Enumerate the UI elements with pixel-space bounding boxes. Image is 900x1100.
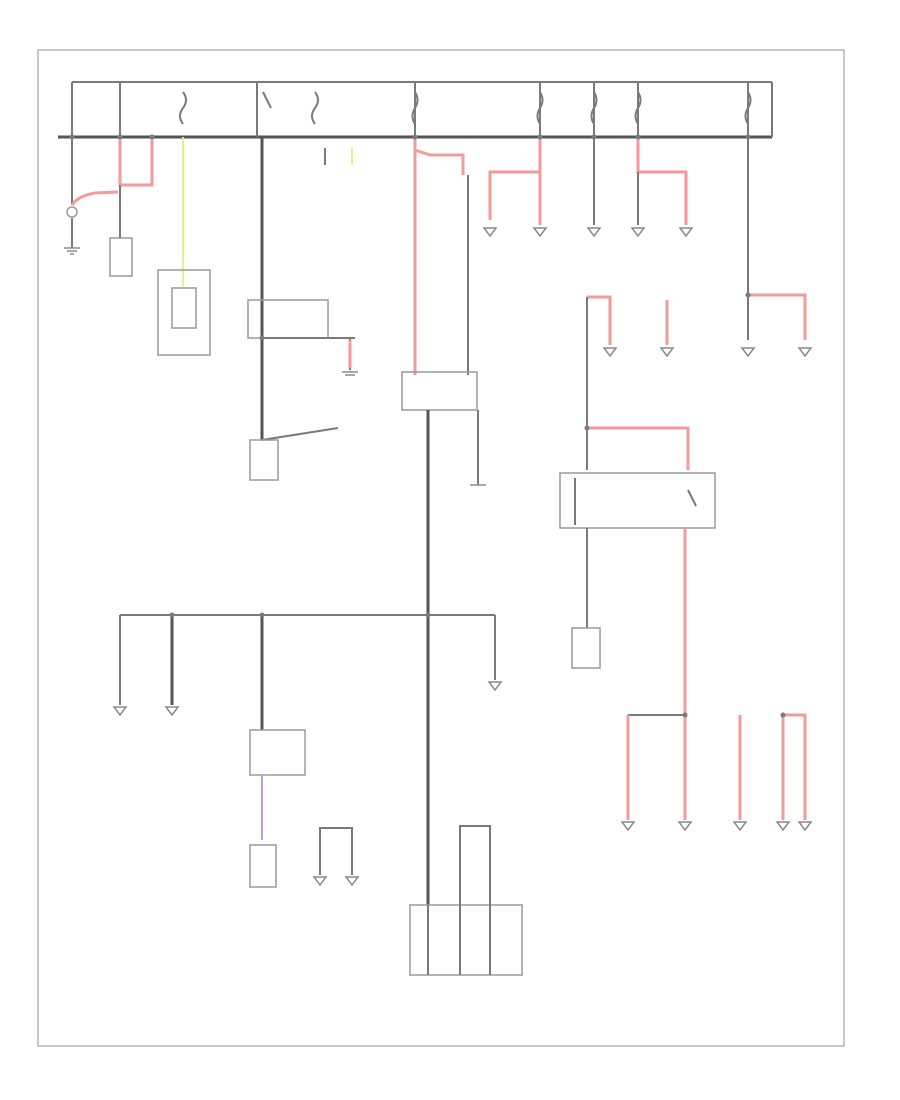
starter-relay-box <box>247 299 329 339</box>
engine-control-box <box>571 627 601 669</box>
fuse-branch-group-2 <box>586 295 690 470</box>
fuse-symbols <box>179 91 752 125</box>
ignition-feed-circuit <box>401 137 486 905</box>
lower-right-distribution <box>620 713 813 832</box>
diagram-frame <box>37 49 845 1047</box>
central-control-module <box>409 825 523 976</box>
battery-sensor-box <box>109 237 133 277</box>
horn-box <box>249 844 277 888</box>
ignition-switch-box <box>401 371 478 411</box>
splice-points <box>69 134 786 718</box>
ground-symbols-upper <box>482 227 813 358</box>
fuse-branch-group-1 <box>488 137 807 340</box>
battery-terminal <box>66 206 78 218</box>
starter-motor-box <box>249 439 279 481</box>
central-control-module-box <box>409 904 523 976</box>
fuse-relay-module-box <box>157 269 211 356</box>
fuse-link-connector <box>324 148 353 165</box>
power-supply-relay-box <box>559 472 716 529</box>
starter-circuit <box>247 137 358 730</box>
lower-left-distribution <box>112 614 503 888</box>
power-supply-relay <box>559 472 716 715</box>
fuse-relay-module-circuit <box>157 137 211 356</box>
instrument-cluster-box <box>249 729 306 776</box>
battery-circuit <box>64 137 154 277</box>
